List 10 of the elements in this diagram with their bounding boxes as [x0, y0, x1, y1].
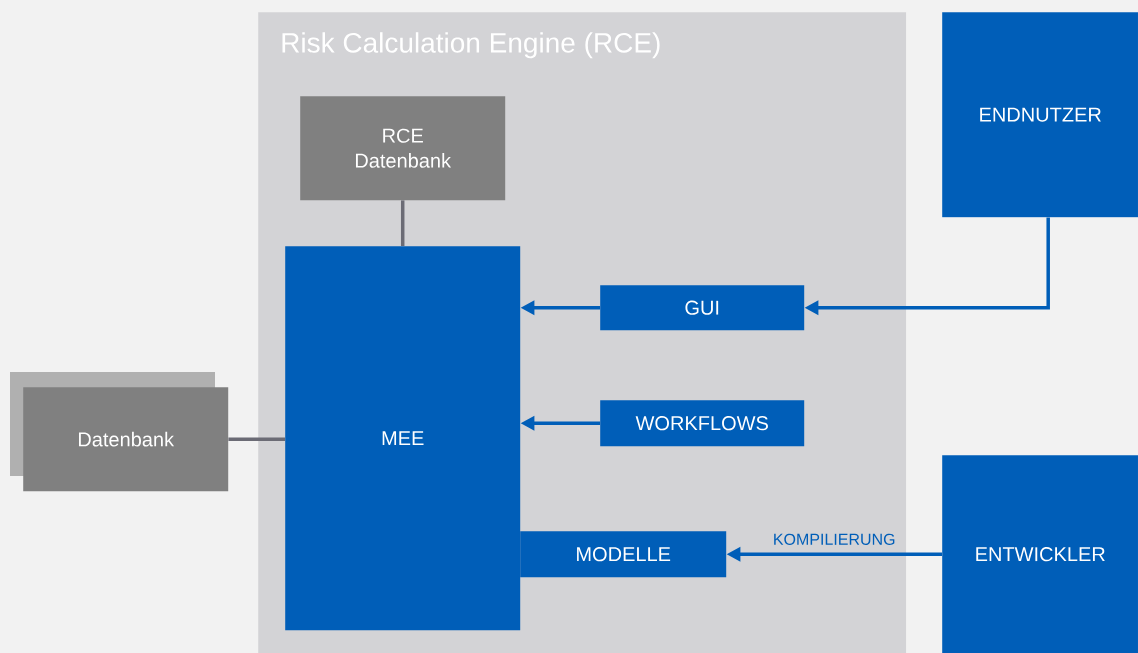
component-box: GUI	[600, 285, 805, 331]
edge-label: KOMPILIERUNG	[774, 533, 895, 545]
node-label: MODELLE	[577, 547, 671, 562]
database-box: Datenbank	[23, 387, 229, 492]
component-box: MODELLE	[520, 531, 727, 578]
actor-box: ENDNUTZER	[942, 12, 1138, 218]
actor-box: ENTWICKLER	[942, 455, 1138, 653]
component-box: WORKFLOWS	[600, 400, 805, 447]
module-box: MEE	[285, 246, 521, 631]
database-box: RCE Datenbank	[300, 96, 506, 201]
